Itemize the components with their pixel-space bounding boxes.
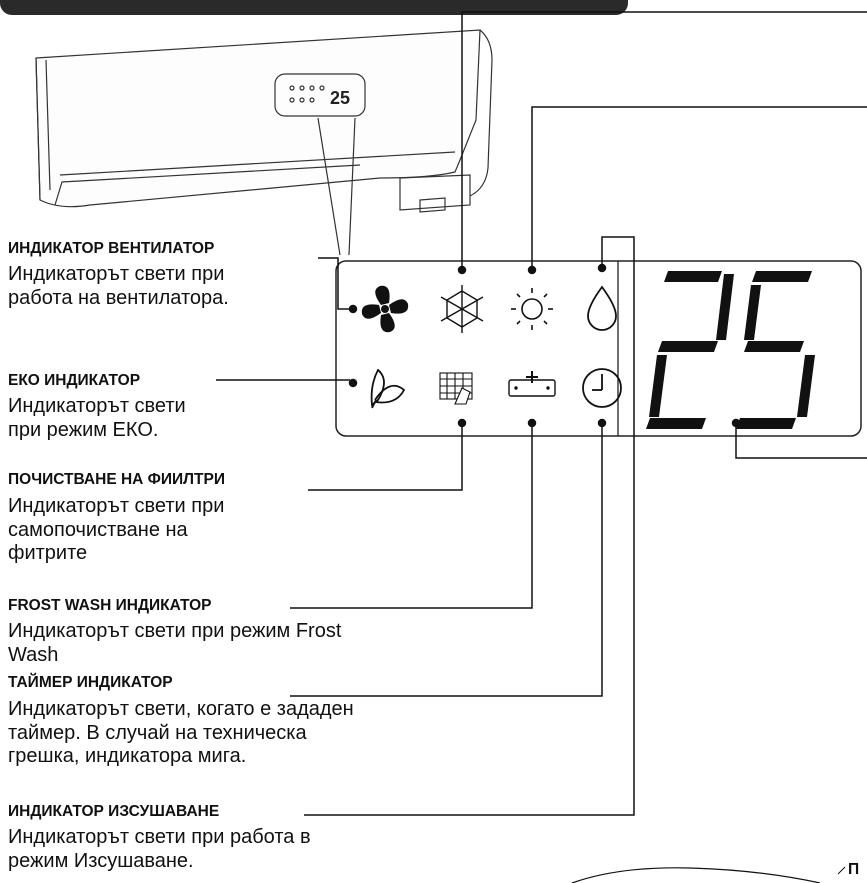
ac-unit: 25 bbox=[35, 29, 493, 256]
unit-display-digits: 25 bbox=[330, 88, 350, 108]
sun-icon bbox=[511, 288, 553, 330]
frost-wash-label: FROST WASH ИНДИКАТОР bbox=[8, 597, 212, 614]
filter-clean-label: ПОЧИСТВАНЕ НА ФИИЛТРИ bbox=[8, 471, 225, 488]
dry-indicator-label: ИНДИКАТОР ИЗСУШАВАНЕ bbox=[8, 803, 220, 820]
timer-indicator-label: ТАЙМЕР ИНДИКАТОР bbox=[8, 674, 173, 691]
droplet-icon bbox=[587, 285, 617, 331]
cut-off-label: П bbox=[848, 861, 860, 878]
timer-icon bbox=[582, 368, 622, 408]
frost-wash-icon bbox=[508, 371, 556, 397]
fan-indicator-label: ИНДИКАТОР ВЕНТИЛАТОР bbox=[8, 240, 215, 257]
filter-clean-icon bbox=[439, 372, 473, 405]
dry-indicator-desc: Индикаторът свети при работа в режим Изс… bbox=[8, 826, 311, 872]
leader-lines bbox=[216, 11, 867, 883]
eco-indicator-label: ЕКО ИНДИКАТОР bbox=[8, 372, 141, 389]
leaf-icon bbox=[370, 368, 406, 409]
fan-indicator-desc: Индикаторът свети при работа на вентилат… bbox=[8, 263, 229, 309]
fan-icon bbox=[361, 285, 409, 333]
frost-wash-desc: Индикаторът свети при режим Frost Wash bbox=[8, 620, 342, 666]
eco-indicator-desc: Индикаторът свети при режим ЕКО. bbox=[8, 395, 186, 441]
seven-segment-display bbox=[646, 271, 815, 429]
timer-indicator-desc: Индикаторът свети, когато е зададен тайм… bbox=[8, 698, 354, 767]
snowflake-icon bbox=[440, 285, 484, 333]
filter-clean-desc: Индикаторът свети при самопочистване на … bbox=[8, 495, 225, 564]
